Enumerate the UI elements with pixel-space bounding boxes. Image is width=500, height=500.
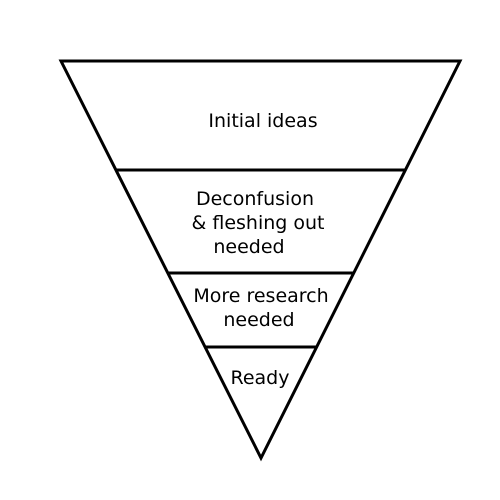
funnel-stage-deconfusion: Deconfusion & fleshing out needed [192,188,325,258]
stage-label-line: Deconfusion [196,188,314,210]
stage-label-line: Initial ideas [208,110,317,132]
funnel-outline [58,59,463,462]
funnel-stage-ready: Ready [231,367,290,389]
funnel-stage-initial-ideas: Initial ideas [208,110,317,132]
funnel-stage-more-research: More research needed [193,285,328,331]
stage-label-line: needed [223,309,294,331]
stage-label-line: Ready [231,367,290,389]
stage-label-line: needed [213,236,284,258]
stage-label-line: More research [193,285,328,307]
stage-label-line: & fleshing out [192,212,325,234]
